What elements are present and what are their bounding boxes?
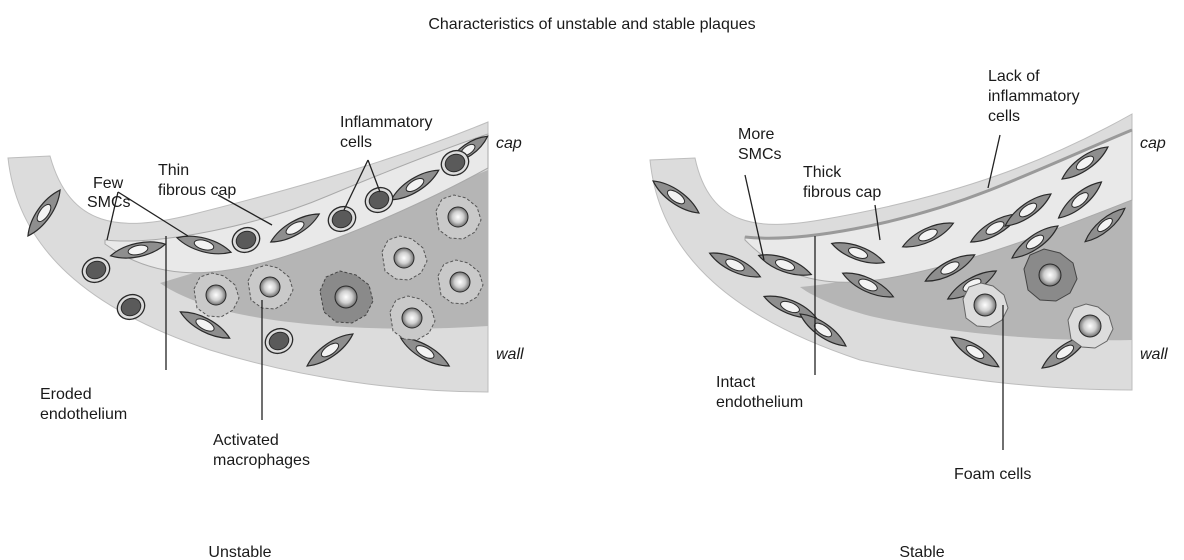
label-few-smcs: Few SMCs [87, 175, 131, 211]
label-cap-unstable: cap [496, 135, 522, 152]
label-foam-cells: Foam cells [954, 466, 1031, 483]
caption-unstable: Unstable [208, 544, 271, 560]
caption-stable: Stable [899, 544, 944, 560]
label-activated-macrophages: Activated macrophages [213, 432, 310, 469]
label-thick-fibrous-cap: Thick fibrous cap [803, 164, 881, 201]
label-cap-stable: cap [1140, 135, 1166, 152]
label-intact-endothelium: Intact endothelium [716, 374, 803, 411]
unstable-panel: Few SMCs Thin fibrous cap Inflammatory c… [8, 114, 524, 560]
label-more-smcs: More SMCs [738, 126, 782, 163]
label-wall-stable: wall [1140, 346, 1168, 363]
label-thin-fibrous-cap: Thin fibrous cap [158, 162, 236, 199]
stable-panel: More SMCs Thick fibrous cap Lack of infl… [649, 68, 1168, 560]
label-eroded-endothelium: Eroded endothelium [40, 386, 127, 423]
figure-title: Characteristics of unstable and stable p… [428, 16, 755, 33]
label-wall-unstable: wall [496, 346, 524, 363]
label-inflammatory-cells: Inflammatory cells [340, 114, 437, 151]
label-lack-of-inflammatory-cells: Lack of inflammatory cells [988, 68, 1084, 125]
